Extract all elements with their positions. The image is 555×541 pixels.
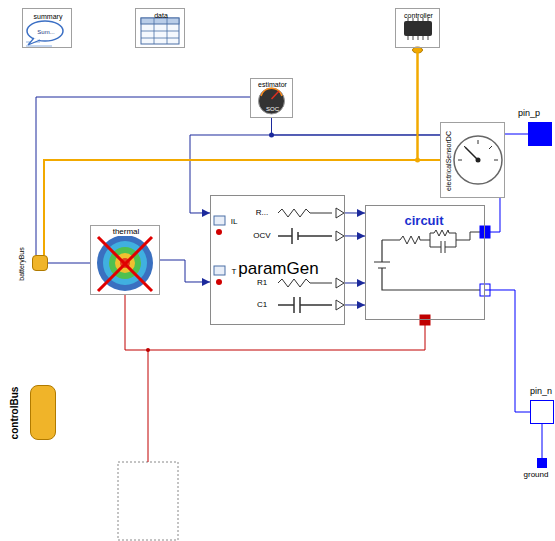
- wire: [345, 212, 365, 213]
- node-label: circuit: [404, 214, 443, 227]
- node-label: thermal: [112, 228, 141, 236]
- node-label: controller: [404, 12, 433, 19]
- wire: [44, 48, 418, 255]
- node-label: estimator: [258, 81, 287, 88]
- wire: [36, 97, 250, 255]
- wire: [345, 282, 365, 283]
- wire: [542, 424, 543, 458]
- node-label: batteryBus: [18, 247, 25, 280]
- circuit-block: circuit: [365, 205, 485, 320]
- wire: [272, 118, 441, 135]
- node-label: paramGen: [238, 260, 318, 277]
- negative-pin: pin_n: [530, 400, 554, 424]
- wire: [485, 198, 500, 232]
- heat-port-link: [118, 350, 178, 540]
- thermal-icon: [97, 235, 153, 291]
- node-label: pin_p: [518, 109, 540, 118]
- port-label: R1: [257, 279, 267, 287]
- wire: [345, 235, 365, 236]
- summary-block: summarySum...: [22, 8, 72, 48]
- node-label: ground: [524, 471, 549, 479]
- battery-bus-connector: batteryBus: [32, 255, 48, 271]
- wire: [505, 134, 528, 135]
- controller-block: controller: [395, 8, 440, 48]
- node-label: electricalSensorDC: [445, 131, 452, 191]
- node-label: pin_n: [530, 387, 552, 396]
- wire: [48, 263, 90, 264]
- node-label: controlBus: [10, 387, 20, 440]
- port-label: OCV: [253, 232, 270, 240]
- node-label: SOC: [266, 106, 279, 112]
- parameter-symbols: [214, 208, 344, 313]
- estimator-block: estimatorSOC: [250, 78, 293, 118]
- wire: [190, 135, 440, 213]
- data-block: data: [135, 8, 185, 48]
- summary-icon: [26, 21, 63, 46]
- node-label: summary: [34, 13, 63, 20]
- circuit-symbols: [374, 226, 490, 325]
- wire: [418, 48, 441, 160]
- table-icon: [141, 18, 179, 44]
- node-label: Sum...: [37, 29, 54, 35]
- thermal-block: thermal: [90, 225, 160, 295]
- wire: [125, 295, 425, 350]
- sensor-dial: [454, 136, 502, 184]
- port-label: C1: [257, 301, 267, 309]
- sensor-block: electricalSensorDC: [440, 122, 505, 198]
- wire: [160, 260, 210, 282]
- wire: [345, 304, 365, 305]
- positive-pin: pin_p: [528, 122, 552, 146]
- port-label: IL: [231, 218, 238, 226]
- port-label: T: [232, 268, 237, 276]
- node-label: data: [154, 12, 168, 19]
- gauge-icon: [259, 88, 285, 114]
- ground-terminal: ground: [537, 458, 547, 468]
- parameter-generator: paramGen: [210, 195, 345, 325]
- control-bus-connector: controlBus: [30, 385, 56, 440]
- wire: [485, 290, 530, 412]
- port-label: R...: [256, 209, 268, 217]
